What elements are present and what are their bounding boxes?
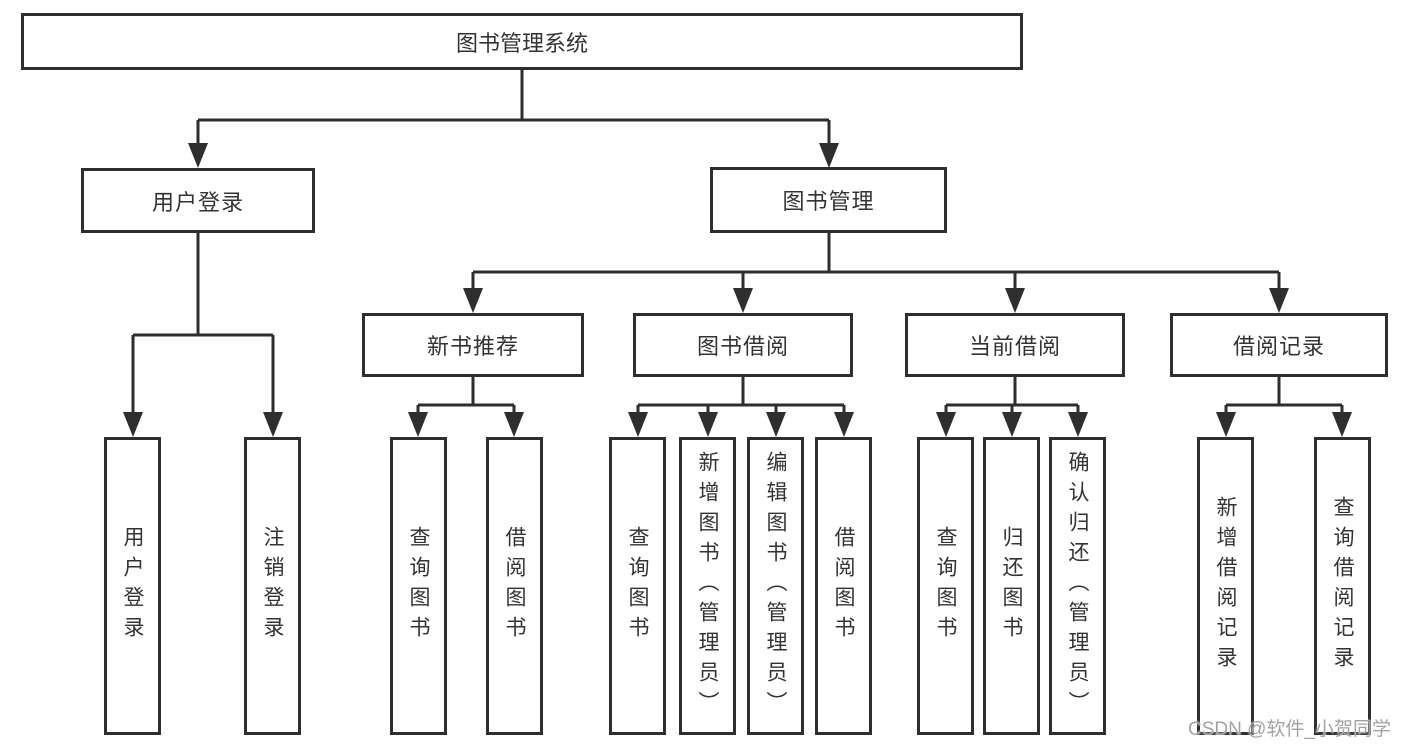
node-book-borrow: 图书借阅	[633, 313, 853, 377]
leaf-record-query-borrow-record: 查询借阅记录	[1314, 437, 1371, 735]
leaf-logout-label: 注销登录	[261, 526, 284, 646]
leaf-borrow-add-book-admin: 新增图书（管理员）	[679, 437, 736, 735]
leaf-current-confirm-return-admin-label: 确认归还（管理员）	[1066, 451, 1089, 721]
leaf-recommend-borrow-book: 借阅图书	[486, 437, 543, 735]
node-root-library-system: 图书管理系统	[21, 13, 1023, 70]
node-user-login: 用户登录	[81, 168, 315, 233]
leaf-borrow-add-book-admin-label: 新增图书（管理员）	[696, 451, 719, 721]
leaf-recommend-query-book-label: 查询图书	[407, 526, 430, 646]
leaf-current-return-book-label: 归还图书	[1000, 526, 1023, 646]
node-book-management: 图书管理	[710, 167, 947, 233]
leaf-current-query-book-label: 查询图书	[934, 526, 957, 646]
node-borrow-record: 借阅记录	[1170, 313, 1388, 377]
node-current-borrow: 当前借阅	[905, 313, 1125, 377]
node-new-book-recommend: 新书推荐	[362, 313, 584, 377]
leaf-borrow-query-book: 查询图书	[609, 437, 666, 735]
leaf-record-add-borrow-record-label: 新增借阅记录	[1214, 496, 1237, 676]
leaf-record-query-borrow-record-label: 查询借阅记录	[1331, 496, 1354, 676]
leaf-borrow-query-book-label: 查询图书	[626, 526, 649, 646]
leaf-user-login: 用户登录	[104, 437, 161, 735]
leaf-current-confirm-return-admin: 确认归还（管理员）	[1049, 437, 1106, 735]
leaf-current-return-book: 归还图书	[983, 437, 1040, 735]
leaf-record-add-borrow-record: 新增借阅记录	[1197, 437, 1254, 735]
leaf-borrow-edit-book-admin-label: 编辑图书（管理员）	[764, 451, 787, 721]
leaf-borrow-borrow-book-label: 借阅图书	[832, 526, 855, 646]
leaf-recommend-query-book: 查询图书	[390, 437, 447, 735]
leaf-user-login-label: 用户登录	[121, 526, 144, 646]
leaf-borrow-borrow-book: 借阅图书	[815, 437, 872, 735]
leaf-borrow-edit-book-admin: 编辑图书（管理员）	[747, 437, 804, 735]
csdn-watermark: CSDN @软件_小贺同学	[1188, 719, 1391, 740]
leaf-logout: 注销登录	[244, 437, 301, 735]
leaf-recommend-borrow-book-label: 借阅图书	[503, 526, 526, 646]
leaf-current-query-book: 查询图书	[917, 437, 974, 735]
arrowhead-icons	[123, 143, 1352, 437]
